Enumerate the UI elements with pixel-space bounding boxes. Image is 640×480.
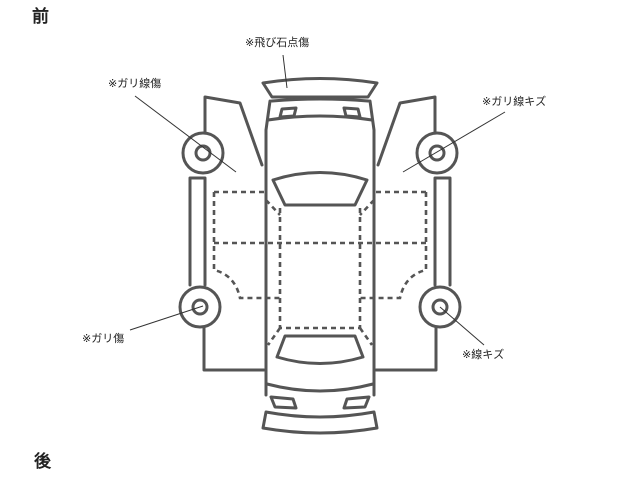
damage-label-left-rear: ※ガリ傷 — [82, 332, 125, 345]
rear-window — [275, 334, 365, 365]
damage-label-right-front: ※ガリ線キズ — [482, 95, 547, 108]
damage-label-hood: ※飛び石点傷 — [245, 36, 310, 49]
front-label: 前 — [32, 7, 49, 27]
taillight-right — [342, 395, 371, 410]
pillar-front — [265, 199, 375, 216]
right-front-fender — [376, 95, 437, 167]
right-front-wheel — [415, 131, 459, 175]
right-rear-fender — [374, 326, 438, 372]
taillight-left — [269, 395, 298, 410]
hood-line — [266, 114, 374, 122]
roof-outline — [278, 208, 362, 330]
trunk-line — [265, 382, 375, 393]
left-rear-fender — [202, 326, 266, 372]
front-bumper — [261, 77, 379, 99]
left-side-sill — [188, 176, 207, 287]
rear-bumper — [261, 410, 379, 435]
front-bumper-strip — [270, 97, 370, 103]
right-rear-wheel — [418, 285, 462, 329]
damage-label-right-rear: ※線キズ — [462, 348, 505, 361]
right-doors-outline — [360, 190, 428, 300]
left-doors-outline — [212, 190, 280, 300]
headlight-right — [342, 106, 362, 119]
pointer-right-rear — [439, 306, 485, 346]
left-front-fender — [203, 95, 264, 167]
left-rear-hub — [191, 298, 209, 316]
headlight-left — [278, 106, 298, 119]
left-front-hub — [194, 144, 212, 162]
right-side-sill — [433, 176, 452, 287]
pointer-right-front — [402, 111, 506, 173]
pillar-rear — [266, 327, 374, 346]
pointer-left-front — [134, 95, 237, 173]
right-front-hub — [428, 144, 446, 162]
left-rear-wheel — [178, 285, 222, 329]
rear-label: 後 — [34, 452, 51, 472]
damage-label-left-front: ※ガリ線傷 — [108, 77, 162, 90]
windshield — [271, 171, 369, 207]
right-rear-hub — [431, 298, 449, 316]
car-body — [264, 99, 376, 397]
pointer-left-rear — [129, 305, 204, 331]
left-front-wheel — [181, 131, 225, 175]
pointer-hood — [282, 54, 288, 89]
